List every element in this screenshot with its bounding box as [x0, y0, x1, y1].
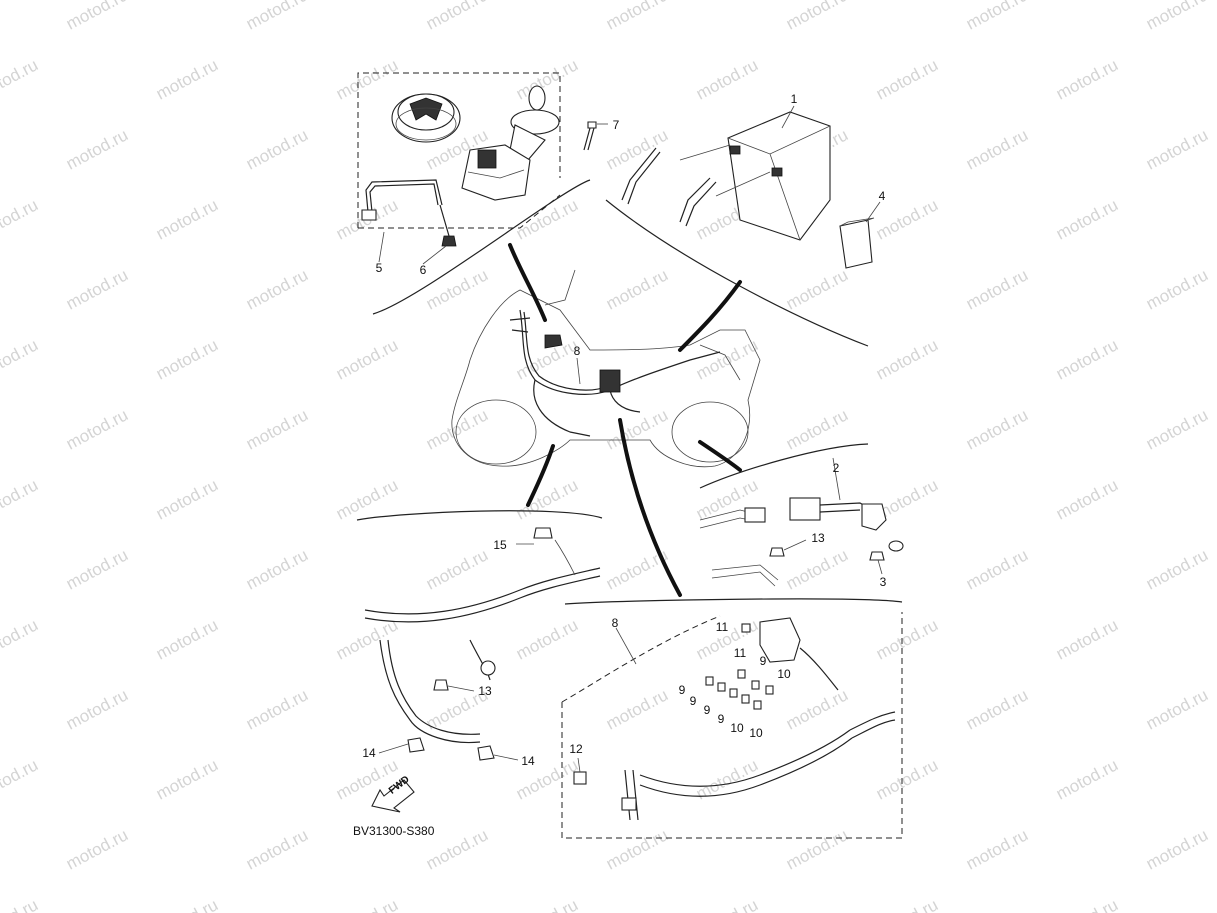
- callout-4: 4: [878, 189, 886, 203]
- connector-box-group: [561, 598, 903, 839]
- callout-14-a: 14: [362, 746, 376, 760]
- callout-14-b: 14: [521, 754, 535, 768]
- callout-12: 12: [569, 742, 583, 756]
- callout-6: 6: [419, 263, 427, 277]
- leader-top-right: [678, 280, 742, 352]
- callout-11-a: 11: [715, 620, 729, 634]
- battery-group: [621, 111, 875, 269]
- callout-9-c: 9: [689, 694, 697, 708]
- callout-10-b: 10: [730, 721, 744, 735]
- starter-relay-group: [699, 443, 904, 587]
- callout-10-a: 10: [777, 667, 791, 681]
- callout-9-d: 9: [703, 703, 711, 717]
- callout-9-e: 9: [717, 712, 725, 726]
- callout-9-a: 9: [759, 654, 767, 668]
- callout-leaders: [378, 105, 883, 773]
- scooter-silhouette: [451, 269, 761, 468]
- callout-8-box: 8: [611, 616, 619, 630]
- diagram-code: BV31300-S380: [353, 824, 435, 838]
- ignition-fuelcap-group: [357, 72, 597, 247]
- callout-11-b: 11: [733, 646, 747, 660]
- callout-9-b: 9: [678, 683, 686, 697]
- callout-2: 2: [832, 461, 840, 475]
- callout-13-a: 13: [811, 531, 825, 545]
- leader-right: [698, 440, 742, 472]
- leader-bottom-left: [526, 444, 555, 507]
- leader-top-left: [508, 243, 547, 322]
- callout-7: 7: [612, 118, 620, 132]
- zoom-border-topright: [605, 199, 869, 347]
- harness-clamp-group: [356, 510, 603, 813]
- terminal-cluster: [705, 669, 774, 710]
- callout-15: 15: [493, 538, 507, 552]
- callout-5: 5: [375, 261, 383, 275]
- zoom-border-topleft: [372, 179, 591, 315]
- callout-8-main: 8: [573, 344, 581, 358]
- callout-1: 1: [790, 92, 798, 106]
- callout-10-c: 10: [749, 726, 763, 740]
- callout-13-b: 13: [478, 684, 492, 698]
- callout-3: 3: [879, 575, 887, 589]
- leader-bottom-mid: [618, 418, 682, 597]
